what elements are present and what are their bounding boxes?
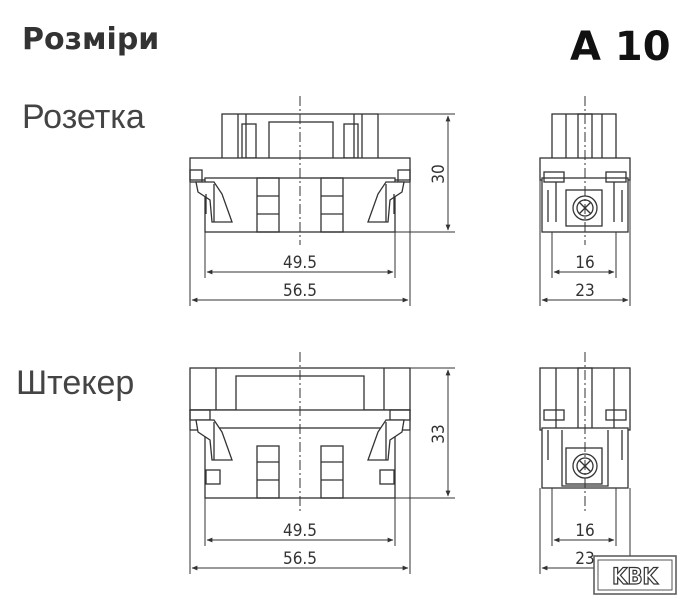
plug-width-inner: 49.5 bbox=[283, 521, 317, 541]
socket-side-outer: 23 bbox=[575, 281, 594, 301]
plug-height: 33 bbox=[429, 424, 449, 443]
socket-width-outer: 56.5 bbox=[283, 281, 317, 301]
plug-label: Штекер bbox=[16, 364, 135, 402]
socket-width-inner: 49.5 bbox=[283, 253, 317, 273]
plug-front-view bbox=[189, 352, 455, 574]
plug-side-inner: 16 bbox=[575, 521, 594, 541]
socket-front-view bbox=[189, 96, 455, 306]
page-title: Розміри bbox=[22, 22, 160, 57]
socket-side-inner: 16 bbox=[575, 253, 594, 273]
plug-side-outer: 23 bbox=[575, 549, 594, 569]
logo-text: KBK bbox=[612, 565, 658, 590]
plug-side-view bbox=[539, 352, 631, 574]
socket-height: 30 bbox=[429, 164, 449, 183]
kbk-logo: KBK bbox=[593, 555, 677, 595]
socket-side-view bbox=[539, 96, 631, 306]
socket-label: Розетка bbox=[22, 98, 145, 136]
product-code: A 10 bbox=[570, 24, 671, 70]
plug-width-outer: 56.5 bbox=[283, 549, 317, 569]
